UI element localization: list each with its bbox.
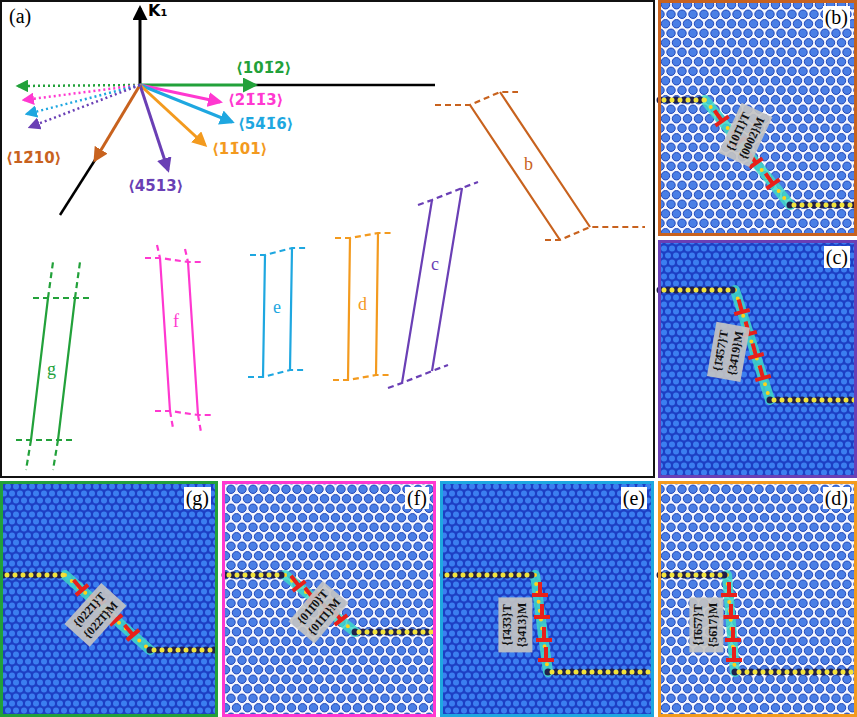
direction-label: ⟨101̄2⟩ [236,60,291,77]
panel-label: (e) [621,487,647,509]
atom-image [0,481,218,717]
figure-panel: (d) {1̄65̄7}T{56̄17}M [658,481,857,717]
panel-label: (g) [184,487,211,509]
panel-label: (d) [823,487,850,509]
panel-label: (b) [823,6,850,28]
plane-index: {34̄13}M [515,603,530,648]
plane-label-box: {1̄4̄57}T{34̄19}M [706,322,749,382]
panel-key-letter: d [358,295,367,315]
panel-key-letter: g [47,360,56,380]
figure-panel: (f) {011̄0}T{011̄1}M [222,481,436,717]
panel-label: (a) [7,5,33,27]
direction-label: ⟨12̄10⟩ [6,150,61,167]
plane-index: {1̄43̄3}T [500,603,515,648]
direction-label: K₁ [148,2,167,20]
plane-label-box: {011̄0}T{011̄1}M [288,581,348,644]
panel-key-letter: e [273,298,281,318]
figure-panel: (e) {1̄43̄3}T{34̄13}M [440,481,654,717]
panel-label: (f) [405,487,429,509]
panel-key-letter: c [431,255,439,275]
panel-label: (c) [824,246,850,268]
atom-image [658,481,857,717]
figure-panel: (b) {101̄1}T{0002}M [658,0,857,236]
atom-image [440,481,654,717]
plane-index: {1̄65̄7}T [691,603,706,648]
figure-panel: (a) [0,0,655,478]
twin-interface [3,100,855,672]
figure-panel: (g) {022̄1}T{022̄1̄}M [0,481,218,717]
plane-label-box: {101̄1}T{0002}M [718,103,772,167]
direction-label: ⟨54̄1̄6⟩ [238,116,293,133]
atom-image [222,481,436,717]
plane-label-box: {1̄43̄3}T{34̄13}M [498,598,532,653]
panel-key-letter: f [173,312,179,332]
atom-image [658,0,857,236]
panel-key-letter: b [524,155,533,175]
direction-label: ⟨45̄13⟩ [128,178,183,195]
direction-label: ⟨21̄1̄3⟩ [228,92,283,109]
direction-label: ⟨11̄01⟩ [212,141,267,158]
dislocation-symbol [68,106,780,660]
plane-index: {56̄17}M [706,603,721,648]
twin-schematic [16,92,645,470]
plane-label-box: {022̄1}T{022̄1̄}M [64,583,126,646]
direction-arrows [18,8,435,215]
plane-label-box: {1̄65̄7}T{56̄17}M [689,598,723,653]
figure-panel: (c) {1̄4̄57}T{34̄19}M [658,240,857,478]
